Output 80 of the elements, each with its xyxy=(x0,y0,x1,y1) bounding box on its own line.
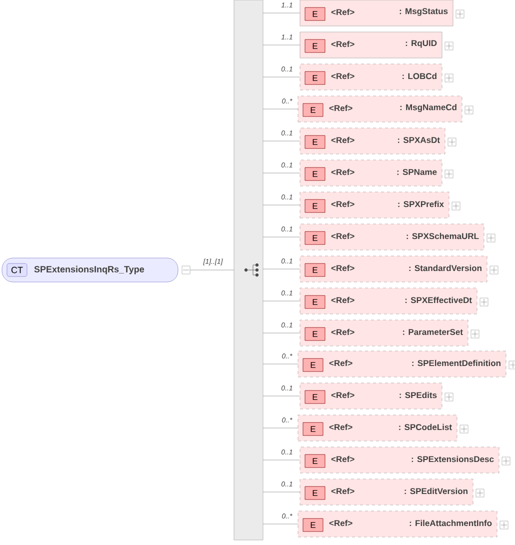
node-label: <Ref> xyxy=(329,520,352,526)
connector xyxy=(262,204,300,206)
element-box: E <Ref> : LOBCd xyxy=(300,64,442,90)
connector xyxy=(262,140,300,142)
element-box: E <Ref> : SPEditVersion xyxy=(300,478,474,506)
element-box: E <Ref> : StandardVersion xyxy=(300,256,488,282)
node-label: : SPName xyxy=(397,169,437,176)
node-label: <Ref> xyxy=(329,360,352,366)
element-box: E <Ref> : RqUID xyxy=(300,32,442,58)
node-label: : SPXAsDt xyxy=(398,137,440,144)
node-label: <Ref> xyxy=(331,8,354,16)
element-box: E <Ref> : SPExtensionsDesc xyxy=(300,446,500,474)
node-label: E xyxy=(312,171,318,177)
connector xyxy=(262,236,300,238)
connector xyxy=(262,172,300,174)
node-label: E xyxy=(312,203,318,209)
node-label: <Ref> xyxy=(331,136,354,144)
node-label: <Ref> xyxy=(331,168,354,176)
node-label: <Ref> xyxy=(331,488,354,494)
element-box: E <Ref> : SPName xyxy=(300,160,442,186)
connector xyxy=(262,76,300,78)
node-label: <Ref> xyxy=(331,392,354,398)
node-label: E xyxy=(312,11,318,17)
node-label: E xyxy=(312,458,318,464)
connector xyxy=(262,12,300,14)
element-box: E <Ref> : SPXSchemaURL xyxy=(300,224,484,250)
node-label: <Ref> xyxy=(331,296,354,304)
node-label: : ParameterSet xyxy=(403,329,463,336)
element-box: E <Ref> : MsgNameCd xyxy=(298,96,462,122)
node-label: E xyxy=(312,43,318,49)
node-label: : MsgNameCd xyxy=(400,104,456,112)
node-label: : SPXEffectiveDt xyxy=(405,296,472,304)
node-label: : SPCodeList xyxy=(399,424,452,430)
node-label: <Ref> xyxy=(331,232,354,240)
node-label: : SPEditVersion xyxy=(404,488,468,494)
node-label: E xyxy=(310,107,316,113)
node-label: : LOBCd xyxy=(402,72,436,80)
node-label: <Ref> xyxy=(331,328,354,336)
node-label: <Ref> xyxy=(331,72,354,80)
element-box: E <Ref> : SPCodeList xyxy=(298,414,458,442)
connector xyxy=(262,300,300,302)
connector xyxy=(262,108,298,110)
node-label: E xyxy=(312,75,318,81)
element-box: E <Ref> : SPXPrefix xyxy=(300,192,450,218)
node-label: <Ref> xyxy=(331,456,354,462)
node-label: : SPExtensionsDesc xyxy=(412,456,494,462)
node-label: E xyxy=(312,267,318,273)
node-label: : RqUID xyxy=(406,40,437,48)
element-box: E <Ref> : SPEdits xyxy=(300,382,442,410)
node-label: E xyxy=(312,235,318,241)
node-label: E xyxy=(310,362,316,368)
node-label: <Ref> xyxy=(329,424,352,430)
node-label: E xyxy=(312,394,318,400)
node-label: E xyxy=(312,331,318,337)
node-label: <Ref> xyxy=(331,200,354,208)
node-label: E xyxy=(312,139,318,145)
node-label: : SPEdits xyxy=(400,392,437,398)
element-box: E <Ref> : ParameterSet xyxy=(300,320,468,346)
node-label: : SPXSchemaURL xyxy=(406,232,479,240)
element-box: E <Ref> : FileAttachmentInfo xyxy=(298,510,498,538)
element-box: E <Ref> : MsgStatus xyxy=(300,0,454,26)
node-label: : SPElementDefinition xyxy=(412,360,500,366)
node-label: : MsgStatus xyxy=(400,8,448,16)
node-label: <Ref> xyxy=(329,104,352,112)
connector xyxy=(262,268,300,270)
node-label: : SPXPrefix xyxy=(398,200,444,208)
connector xyxy=(262,44,300,46)
node-label: E xyxy=(310,426,316,432)
element-box: E <Ref> : SPElementDefinition xyxy=(298,350,506,378)
node-label: <Ref> xyxy=(331,40,354,48)
element-box: E <Ref> : SPXAsDt xyxy=(300,128,446,154)
connector xyxy=(262,332,300,334)
node-label: : FileAttachmentInfo xyxy=(410,520,492,526)
node-label: E xyxy=(310,522,316,528)
node-label: <Ref> xyxy=(331,264,354,272)
type-box: CT SPExtensionsInqRs_Type xyxy=(2,258,178,282)
element-box: E <Ref> : SPXEffectiveDt xyxy=(300,288,478,314)
node-label: E xyxy=(312,299,318,305)
node-label: E xyxy=(312,490,318,496)
node-label: : StandardVersion xyxy=(409,264,482,272)
